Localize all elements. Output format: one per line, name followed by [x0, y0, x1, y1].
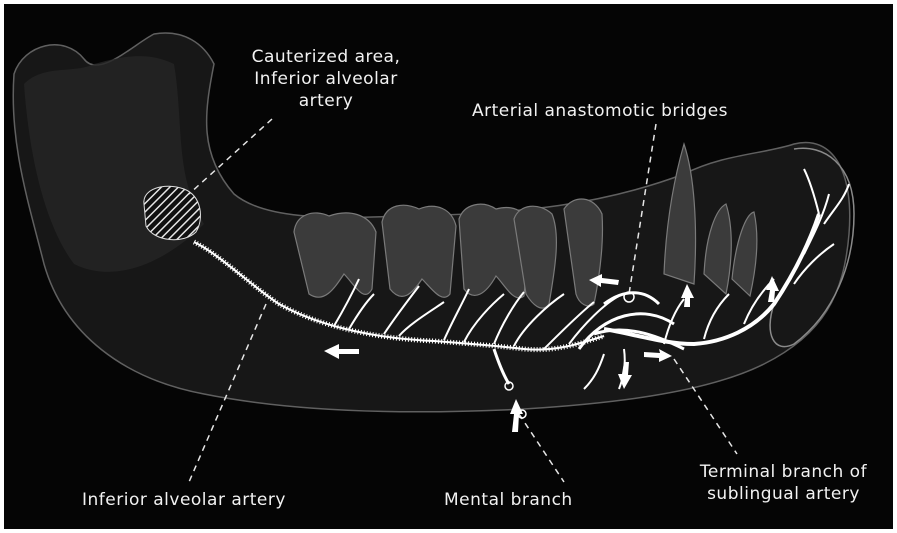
label-cauterized-area: Cauterized area, Inferior alveolar arter…	[226, 46, 426, 112]
molar-tooth	[294, 213, 376, 297]
cauterized-area	[144, 186, 201, 239]
label-terminal-branch: Terminal branch of sublingual artery	[676, 461, 891, 505]
mandible-illustration	[4, 4, 893, 529]
molar-tooth	[382, 205, 456, 297]
leader-mental	[519, 414, 564, 482]
label-mental-branch: Mental branch	[444, 489, 573, 511]
label-inferior-alveolar-artery: Inferior alveolar artery	[82, 489, 286, 511]
illustration-panel: Cauterized area, Inferior alveolar arter…	[4, 4, 893, 529]
label-arterial-anastomotic-bridges: Arterial anastomotic bridges	[472, 100, 728, 122]
canine-tooth	[664, 144, 696, 284]
